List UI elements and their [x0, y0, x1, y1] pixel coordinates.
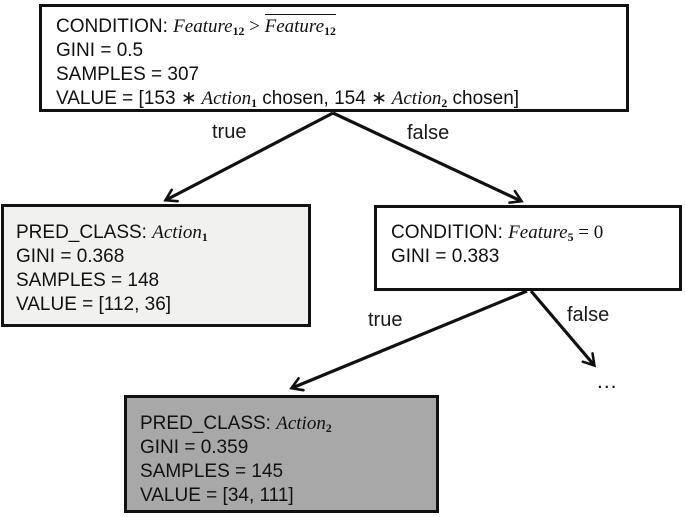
text-segment: GINI = 0.383 — [391, 246, 500, 267]
edge-label-feature5-true: true — [368, 309, 403, 331]
text-segment: PRED_CLASS: — [16, 222, 153, 243]
text-segment: chosen] — [447, 88, 520, 109]
text-segment: Action — [201, 88, 252, 109]
node-text-line: PRED_CLASS: Action2 — [140, 412, 426, 436]
edge-label-feature5-false: false — [567, 304, 610, 326]
text-segment: > — [244, 16, 265, 37]
overlined-math-term: Feature12 — [264, 14, 336, 38]
text-segment: 2 — [325, 421, 332, 435]
text-segment: GINI = 0.368 — [16, 246, 125, 267]
node-text-line: SAMPLES = 145 — [140, 460, 426, 484]
node-text-line: GINI = 0.368 — [16, 245, 298, 269]
text-segment: 2 — [441, 96, 448, 110]
node-text-line: VALUE = [153 ∗ Action1 chosen, 154 ∗ Act… — [56, 87, 614, 111]
text-segment: GINI = 0.359 — [140, 437, 249, 458]
text-segment: CONDITION: — [391, 222, 509, 243]
edge-root-true-arrow — [163, 111, 334, 203]
edge-label-root-false: false — [407, 122, 450, 144]
text-segment: ∗ — [180, 88, 202, 109]
text-segment: chosen, 154 — [256, 88, 372, 109]
text-segment: Feature — [264, 16, 325, 37]
text-segment: PRED_CLASS: — [140, 413, 277, 434]
text-segment: VALUE = [153 — [56, 88, 181, 109]
text-segment: 1 — [251, 96, 257, 110]
node-text-line: VALUE = [34, 111] — [140, 484, 426, 508]
pruned-subtree-ellipsis: ... — [597, 370, 618, 393]
edge-label-root-true: true — [212, 121, 247, 143]
text-segment: 1 — [201, 230, 208, 244]
text-segment: VALUE = [112, 36] — [16, 294, 172, 315]
node-text-line: VALUE = [112, 36] — [16, 293, 298, 317]
text-segment: CONDITION: — [56, 16, 174, 37]
node-text-line: CONDITION: Feature12 > Feature12 — [56, 13, 614, 39]
text-segment: SAMPLES = 148 — [16, 270, 160, 291]
text-segment: Feature — [508, 222, 568, 243]
text-segment: SAMPLES = 145 — [140, 461, 284, 482]
text-segment: Action — [152, 222, 202, 243]
text-segment: = 0 — [573, 222, 604, 243]
text-segment: 12 — [324, 24, 336, 38]
edge-feature5-false-arrow — [529, 289, 596, 368]
text-segment: Action — [276, 413, 326, 434]
node-text-line: CONDITION: Feature5 = 0 — [391, 221, 669, 245]
text-segment: Action — [391, 88, 442, 109]
text-segment: ∗ — [371, 88, 392, 109]
edge-feature5-true-arrow — [289, 289, 528, 392]
text-segment: SAMPLES = 307 — [56, 64, 200, 85]
text-segment: GINI = 0.5 — [56, 40, 144, 61]
node-text-line: SAMPLES = 307 — [56, 63, 614, 87]
text-segment: Feature — [173, 16, 233, 37]
text-segment: 12 — [232, 24, 245, 38]
node-text-line: GINI = 0.5 — [56, 39, 614, 63]
node-text-line: GINI = 0.359 — [140, 436, 426, 460]
node-text-line: GINI = 0.383 — [391, 245, 669, 269]
text-segment: VALUE = [34, 111] — [140, 485, 294, 506]
node-text-line: PRED_CLASS: Action1 — [16, 221, 298, 245]
text-segment: 5 — [567, 230, 574, 244]
node-text-line: SAMPLES = 148 — [16, 269, 298, 293]
